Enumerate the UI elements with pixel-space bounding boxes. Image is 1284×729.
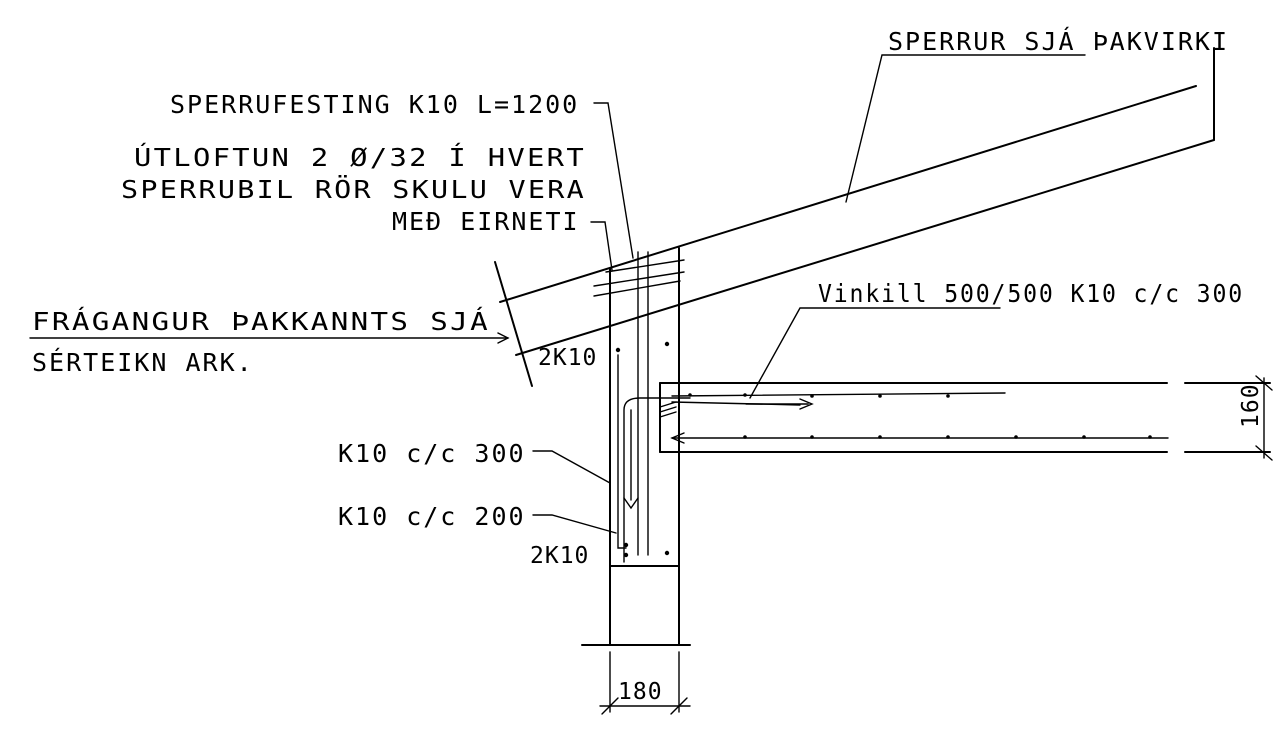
slab-reinforcement <box>659 392 1169 444</box>
label-k10-cc-200: K10 c/c 200 <box>338 502 526 531</box>
label-ventilation-line-2: SPERRUBIL RÖR SKULU VERA <box>121 175 586 204</box>
label-eave-finish-line-2: SÉRTEIKN ARK. <box>32 348 254 377</box>
slab-bottom-bar-dots <box>743 435 1152 439</box>
leaders <box>29 54 1086 534</box>
annotation-labels: SPERRUR SJÁ ÞAKVIRKI SPERRUFESTING K10 L… <box>32 27 1244 569</box>
label-k10-cc-300: K10 c/c 300 <box>338 439 526 468</box>
slab-thickness-value: 160 <box>1238 383 1264 428</box>
wall <box>581 247 691 646</box>
label-rafter-fixing: SPERRUFESTING K10 L=1200 <box>170 90 579 119</box>
wall-width-value: 180 <box>618 679 663 705</box>
label-2k10-bottom: 2K10 <box>530 543 589 569</box>
label-angle-bar: Vinkill 500/500 K10 c/c 300 <box>818 279 1244 308</box>
slab-top-bar-dots <box>688 393 950 398</box>
label-ventilation-line-1: ÚTLOFTUN 2 Ø/32 Í HVERT <box>134 142 586 172</box>
label-ventilation-line-3: MEÐ EIRNETI <box>392 207 580 236</box>
rafter-fixing-bars <box>593 259 685 297</box>
wall-reinforcement <box>615 251 691 563</box>
label-eave-finish-line-1: FRÁGANGUR ÞAKKANNTS SJÁ <box>32 307 490 336</box>
slab-thickness-dimension: 160 <box>1238 375 1273 461</box>
label-rafters-see-roof: SPERRUR SJÁ ÞAKVIRKI <box>888 27 1229 56</box>
label-2k10-top: 2K10 <box>538 345 597 371</box>
wall-width-dimension: 180 <box>599 651 691 715</box>
rafter <box>494 47 1215 387</box>
